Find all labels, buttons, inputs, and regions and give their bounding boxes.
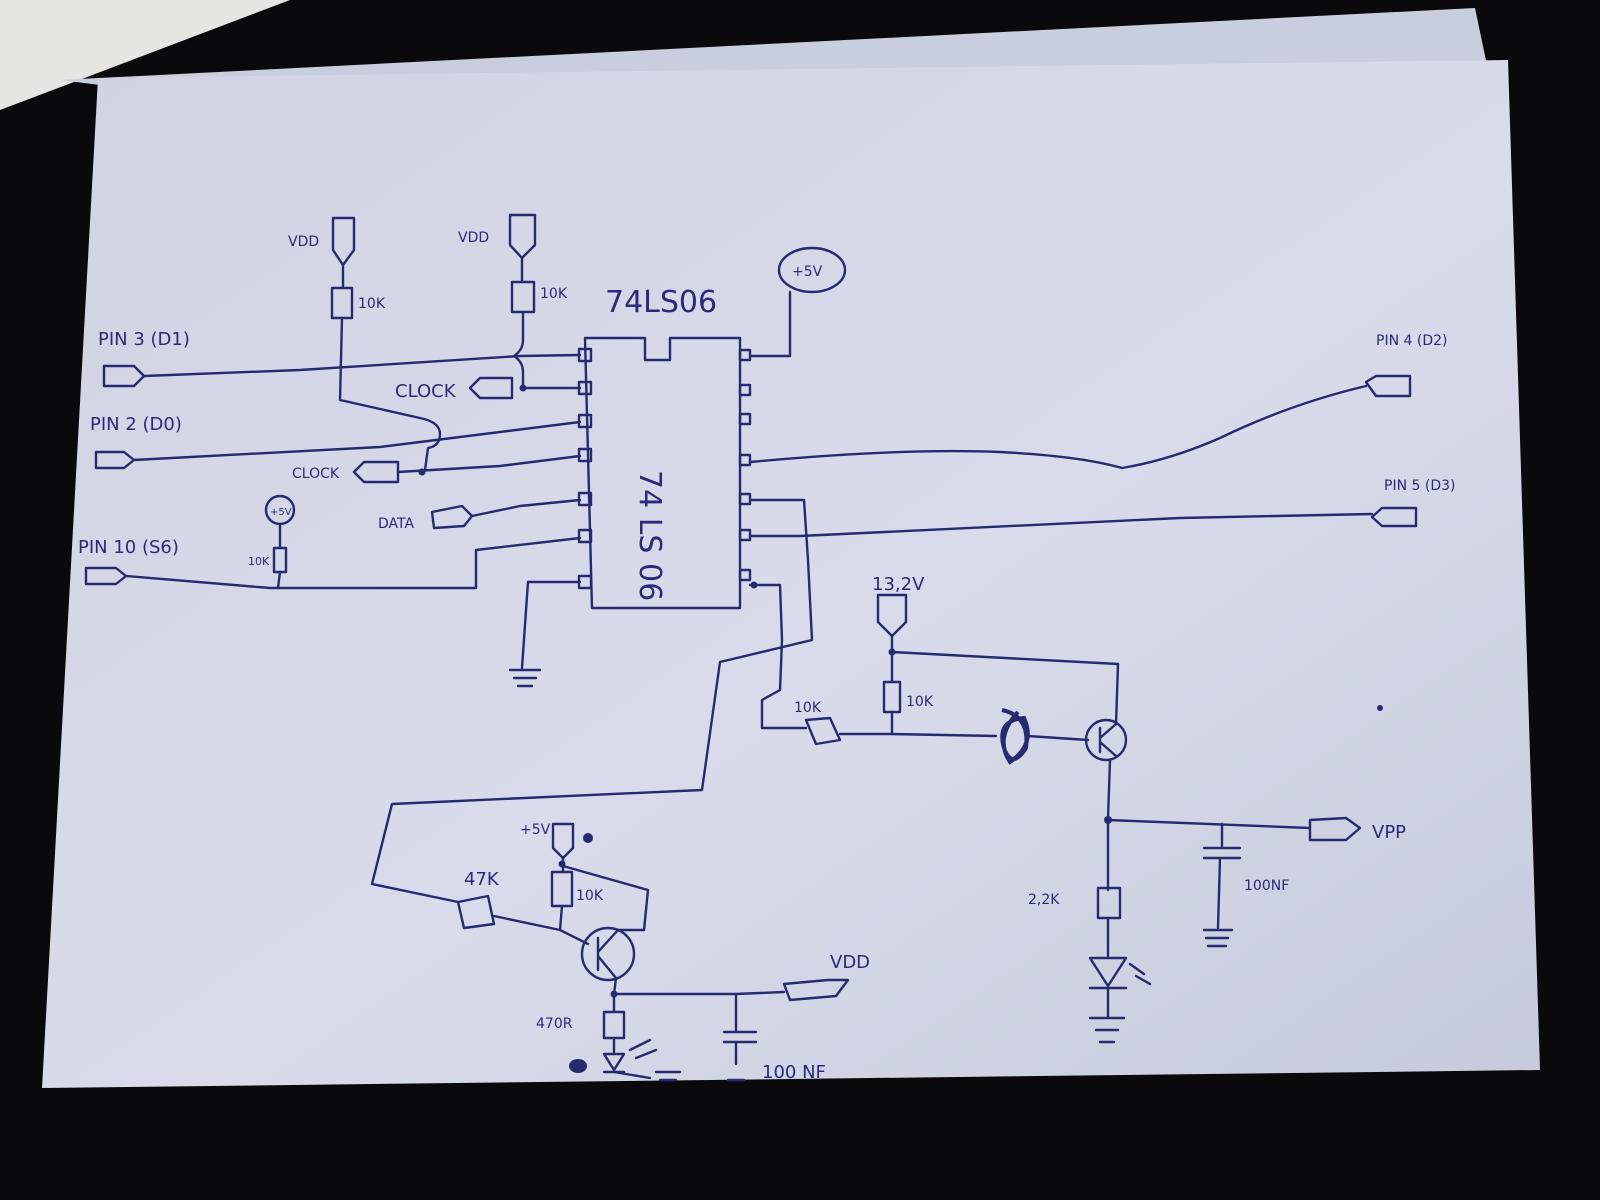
- plus5v-top-wire: [748, 290, 792, 358]
- wire: [370, 498, 814, 904]
- chip-label: 74LS06: [605, 285, 717, 320]
- cap-100nf-b-label: 100 NF: [762, 1062, 826, 1083]
- wire: [520, 580, 582, 670]
- pin10-s6-label: PIN 10 (S6): [78, 537, 179, 558]
- res-10k-a-label: 10K: [358, 296, 386, 312]
- res-10k-b-label: 10K: [540, 286, 568, 302]
- chip-pin: [738, 453, 752, 467]
- pin3-d1-connector: [102, 364, 146, 388]
- v132-label: 13,2V: [872, 574, 925, 595]
- res-10k-d-label: 10K: [794, 700, 822, 716]
- plus5v-bottom-label: +5V: [520, 822, 551, 838]
- resistor-10k-d: [804, 716, 842, 746]
- res-10k-f-label: 10K: [576, 888, 604, 904]
- data-connector: [430, 504, 474, 530]
- ink-blot: [583, 833, 593, 843]
- transistor-q1-pins: [1098, 722, 1118, 758]
- wire: [338, 316, 442, 472]
- wire: [1026, 734, 1090, 742]
- v132-arrow: [876, 593, 908, 638]
- data-label: DATA: [378, 516, 414, 532]
- led-light-rays: [1128, 962, 1152, 986]
- wire: [142, 353, 582, 378]
- chip-pin: [738, 568, 752, 582]
- led-power: [602, 1036, 682, 1082]
- res-2k2-label: 2,2K: [1028, 892, 1060, 908]
- chip-pin: [738, 412, 752, 426]
- plus5v-top-label: +5V: [792, 264, 823, 280]
- vpp-label: VPP: [1372, 822, 1406, 843]
- pin5-d3-label: PIN 5 (D3): [1384, 478, 1455, 494]
- wire: [1114, 662, 1120, 726]
- transistor-q1: [1084, 718, 1128, 762]
- vdd-bottom-label: VDD: [830, 952, 870, 973]
- pin4-d2-connector: [1364, 374, 1412, 398]
- res-47k-label: 47K: [464, 869, 500, 890]
- scribble-mark: [1000, 708, 1030, 765]
- ground-symbol: [1202, 928, 1234, 948]
- ground-symbol: [508, 668, 542, 688]
- resistor-47k: [456, 894, 496, 930]
- vdd-mid-arrow: [508, 213, 537, 260]
- wire: [838, 732, 998, 738]
- vdd-left-arrow: [331, 216, 356, 267]
- wire: [1106, 758, 1112, 820]
- vdd-left-label: VDD: [288, 234, 319, 250]
- wire: [558, 904, 564, 932]
- wire: [748, 512, 1374, 538]
- wire: [492, 914, 590, 946]
- chip-body-label: 74 LS 06: [632, 470, 667, 601]
- res-10k-e-label: 10K: [906, 694, 934, 710]
- pin2-d0-connector: [94, 450, 136, 470]
- wire: [124, 536, 582, 590]
- pin10-s6-connector: [84, 566, 128, 586]
- wire: [748, 384, 1368, 470]
- pin4-d2-label: PIN 4 (D2): [1376, 333, 1447, 349]
- transistor-q2: [580, 926, 636, 982]
- plus5v-bottom-arrow: [551, 822, 575, 860]
- wire: [748, 583, 808, 730]
- wire: [1106, 818, 1312, 830]
- ink-blot: [569, 1059, 587, 1073]
- ink-dot: [1377, 705, 1383, 711]
- paper-sheet: [42, 60, 1540, 1088]
- wire: [470, 498, 582, 518]
- vdd-bottom-connector: [782, 978, 850, 1002]
- clock-a-label: CLOCK: [395, 381, 457, 402]
- cap-100nf-a-label: 100NF: [1244, 878, 1289, 894]
- back-sheet-corner: [0, 0, 290, 110]
- chip-pin: [577, 528, 593, 544]
- clock-b-label: CLOCK: [292, 466, 340, 482]
- res-10k-c-label: 10K: [248, 555, 270, 568]
- transistor-q2-pins: [596, 928, 620, 980]
- ground-symbol: [1088, 1016, 1126, 1044]
- capacitor-100nf-a: [1202, 822, 1242, 930]
- res-470r-label: 470R: [536, 1016, 573, 1032]
- pin2-d0-label: PIN 2 (D0): [90, 414, 182, 435]
- led-indicator: [1088, 916, 1128, 1020]
- pin3-d1-label: PIN 3 (D1): [98, 329, 190, 350]
- plus5v-left-label: +5V: [270, 507, 292, 518]
- led-light-rays: [628, 1038, 658, 1060]
- vpp-connector: [1308, 816, 1362, 842]
- wire: [396, 454, 582, 474]
- plus5v-top-bubble: [777, 246, 847, 294]
- wire: [132, 420, 582, 462]
- chip-pin: [738, 383, 752, 397]
- wire: [561, 864, 650, 932]
- vdd-mid-label: VDD: [458, 230, 489, 246]
- ic-74ls06: 74 LS 06: [577, 336, 752, 610]
- clock-a-connector: [468, 376, 514, 400]
- pin5-d3-connector: [1370, 506, 1418, 528]
- wire: [276, 570, 282, 590]
- capacitor-100nf-b: [722, 992, 758, 1082]
